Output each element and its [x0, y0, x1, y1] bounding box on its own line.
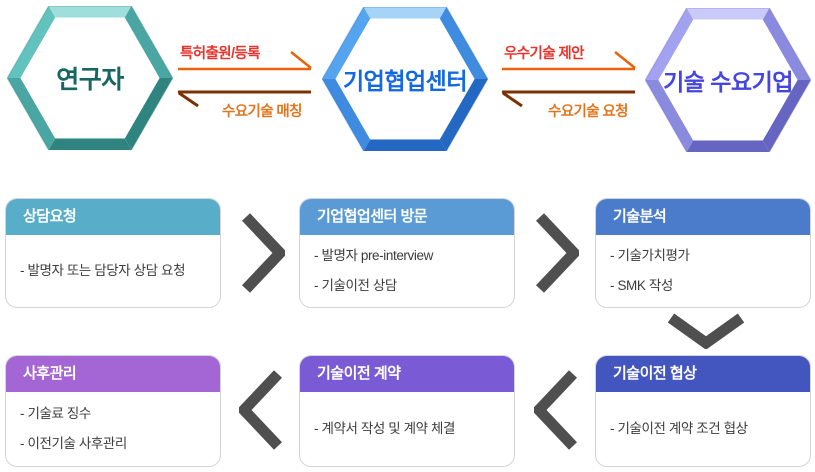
step-body: - 계약서 작성 및 계약 체결: [300, 392, 514, 466]
step-center-visit: 기업협업센터 방문 - 발명자 pre-interview - 기술이전 상담: [299, 198, 515, 308]
actor-demand-company-label: 기술 수요기업: [663, 69, 793, 95]
step-item: - 발명자 또는 담당자 상담 요청: [20, 263, 186, 278]
chevron-right-icon: [536, 213, 579, 293]
step-title: 기술분석: [596, 199, 810, 235]
exchange-arrows-icon: [502, 51, 636, 108]
step-tech-analysis: 기술분석 - 기술가치평가 - SMK 작성: [595, 198, 811, 308]
chevron-down-icon: [667, 313, 745, 349]
step-transfer-negotiation: 기술이전 협상 - 기술이전 계약 조건 협상: [595, 355, 811, 467]
actor-collaboration-center-label: 기업협업센터: [343, 68, 467, 94]
step-item: - SMK 작성: [610, 278, 673, 293]
step-title: 사후관리: [6, 356, 220, 392]
hexagon-demand-company-icon: [645, 8, 811, 152]
backward-arrow-label: 수요기술 매칭: [222, 104, 302, 120]
step-consultation-request: 상담요청 - 발명자 또는 담당자 상담 요청: [5, 198, 221, 308]
exchange-arrows-icon: [178, 51, 312, 108]
hexagon-collaboration-center-icon: [322, 7, 488, 151]
step-title: 기술이전 계약: [300, 356, 514, 392]
chevron-left-icon: [239, 370, 282, 450]
forward-arrow-label: 우수기술 제안: [504, 46, 584, 62]
actor-researcher-label: 연구자: [56, 66, 124, 94]
chevron-left-icon: [534, 370, 577, 450]
step-item: - 기술료 징수: [20, 406, 91, 421]
step-title: 상담요청: [6, 199, 220, 235]
step-transfer-contract: 기술이전 계약 - 계약서 작성 및 계약 체결: [299, 355, 515, 467]
step-item: - 기술이전 상담: [314, 278, 397, 293]
step-title: 기업협업센터 방문: [300, 199, 514, 235]
step-body: - 발명자 또는 담당자 상담 요청: [6, 235, 220, 307]
step-item: - 발명자 pre-interview: [314, 248, 433, 263]
step-item: - 기술가치평가: [610, 248, 690, 263]
step-title: 기술이전 협상: [596, 356, 810, 392]
step-post-management: 사후관리 - 기술료 징수 - 이전기술 사후관리: [5, 355, 221, 467]
chevron-right-icon: [242, 213, 285, 293]
step-body: - 기술이전 계약 조건 협상: [596, 392, 810, 466]
hexagon-researcher-icon: [7, 6, 173, 150]
exchange-center-company: 우수기술 제안 수요기술 요청: [502, 42, 638, 120]
step-item: - 계약서 작성 및 계약 체결: [314, 421, 456, 436]
step-body: - 기술가치평가 - SMK 작성: [596, 235, 810, 307]
step-body: - 기술료 징수 - 이전기술 사후관리: [6, 392, 220, 466]
backward-arrow-label: 수요기술 요청: [548, 104, 628, 120]
exchange-researcher-center: 특허출원/등록 수요기술 매칭: [178, 42, 314, 120]
step-body: - 발명자 pre-interview - 기술이전 상담: [300, 235, 514, 307]
forward-arrow-label: 특허출원/등록: [180, 46, 260, 62]
step-item: - 이전기술 사후관리: [20, 436, 127, 451]
step-item: - 기술이전 계약 조건 협상: [610, 421, 748, 436]
